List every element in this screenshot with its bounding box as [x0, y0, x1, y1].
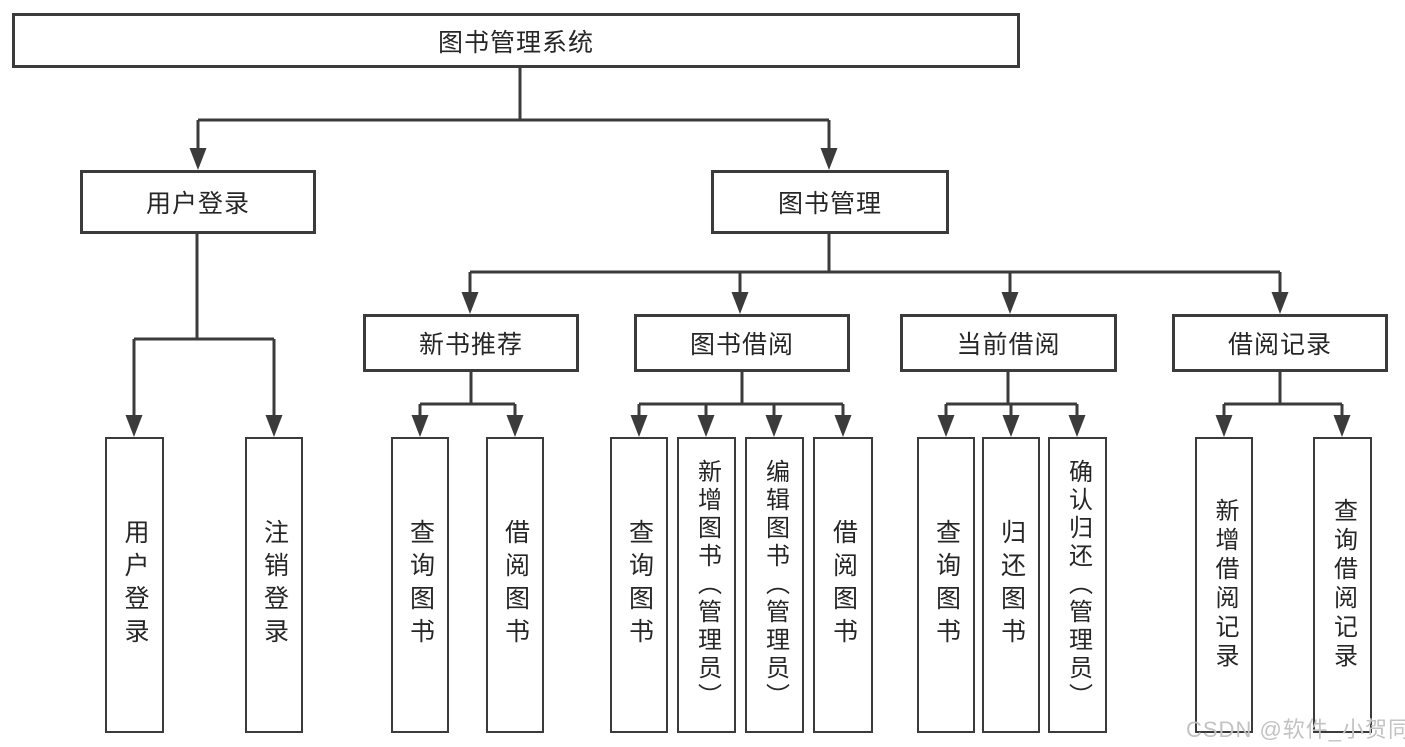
connector-new-book-branch — [418, 372, 517, 420]
node-label: 图书管理 — [777, 190, 882, 218]
leaf-current-confirm-return-admin: 确认归还（管理员） — [1048, 437, 1107, 733]
node-user-login: 用户登录 — [80, 170, 316, 234]
node-current-borrowing: 当前借阅 — [900, 314, 1117, 372]
node-label: 查询图书 — [625, 519, 654, 651]
arrowhead — [820, 148, 838, 170]
connector-book-borrow-branch — [637, 372, 845, 420]
connector-user-login-branch — [132, 234, 276, 420]
arrowhead — [937, 415, 955, 437]
arrowhead — [1215, 415, 1233, 437]
node-label: 归还图书 — [997, 519, 1026, 651]
leaf-records-query-borrow-record: 查询借阅记录 — [1313, 437, 1372, 733]
node-label: 新书推荐 — [418, 331, 523, 359]
leaf-current-return-books: 归还图书 — [982, 437, 1040, 733]
connector-borrow-record-branch — [1222, 372, 1344, 420]
node-label: 查询图书 — [932, 519, 961, 651]
leaf-borrowing-edit-books-admin: 编辑图书（管理员） — [745, 437, 804, 733]
leaf-current-query-books: 查询图书 — [917, 437, 975, 733]
leaf-borrowing-borrow-books: 借阅图书 — [813, 437, 873, 733]
arrowhead — [461, 292, 479, 314]
node-label: 当前借阅 — [956, 331, 1061, 359]
node-borrowing-records: 借阅记录 — [1172, 314, 1388, 372]
connector-current-borrow-branch — [944, 372, 1079, 420]
node-label: 查询借阅记录 — [1329, 498, 1357, 672]
arrowhead — [1333, 415, 1351, 437]
leaf-logout: 注销登录 — [245, 437, 303, 733]
node-book-borrowing: 图书借阅 — [634, 314, 850, 372]
node-label: 图书管理系统 — [437, 28, 594, 57]
arrowhead — [630, 415, 648, 437]
arrowhead — [834, 415, 852, 437]
node-label: 注销登录 — [260, 519, 289, 651]
leaf-newbook-borrow-books: 借阅图书 — [486, 437, 544, 733]
leaf-borrowing-query-books: 查询图书 — [610, 437, 668, 733]
leaf-records-add-borrow-record: 新增借阅记录 — [1195, 437, 1253, 733]
node-book-management: 图书管理 — [711, 170, 949, 234]
node-label: 确认归还（管理员） — [1064, 459, 1092, 711]
arrowhead — [731, 292, 749, 314]
node-label: 借阅记录 — [1227, 331, 1332, 359]
arrowhead — [1068, 415, 1086, 437]
node-label: 借阅图书 — [501, 519, 530, 651]
leaf-newbook-query-books: 查询图书 — [391, 437, 449, 733]
arrowhead — [506, 415, 524, 437]
node-label: 用户登录 — [121, 519, 149, 651]
node-label: 新增图书（管理员） — [693, 459, 721, 711]
connector-book-mgmt-branch — [468, 234, 1282, 297]
node-label: 编辑图书（管理员） — [761, 459, 789, 711]
arrowhead — [1002, 415, 1020, 437]
arrowhead — [265, 415, 283, 437]
node-label: 图书借阅 — [689, 331, 794, 359]
node-label: 用户登录 — [145, 190, 250, 218]
arrowhead — [189, 148, 207, 170]
leaf-user-login: 用户登录 — [105, 437, 164, 733]
arrowhead — [765, 415, 783, 437]
node-label: 新增借阅记录 — [1211, 498, 1238, 672]
arrowhead — [125, 415, 143, 437]
arrowhead — [1271, 292, 1289, 314]
node-label: 查询图书 — [406, 519, 435, 651]
arrowhead — [697, 415, 715, 437]
connector-root-branch — [196, 68, 831, 152]
arrowhead — [1001, 292, 1019, 314]
leaf-borrowing-add-books-admin: 新增图书（管理员） — [677, 437, 736, 733]
node-root-library-management-system: 图书管理系统 — [12, 13, 1020, 68]
arrowhead — [411, 415, 429, 437]
node-new-book-recommendation: 新书推荐 — [363, 314, 579, 372]
node-label: 借阅图书 — [829, 519, 858, 651]
csdn-watermark: CSDN @软件_小贺同学 — [1186, 717, 1405, 742]
